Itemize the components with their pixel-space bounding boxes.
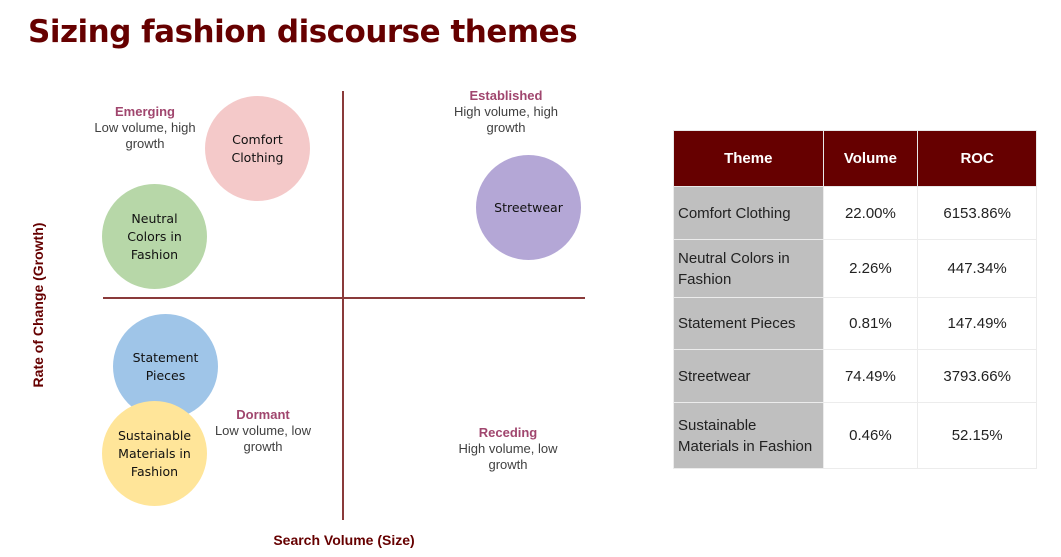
header-roc: ROC xyxy=(917,130,1037,187)
cell-volume: 22.00% xyxy=(822,186,919,240)
cell-theme: Statement Pieces xyxy=(673,297,824,350)
header-volume: Volume xyxy=(822,130,919,187)
quadrant-name: Emerging xyxy=(115,104,175,119)
x-axis-label: Search Volume (Size) xyxy=(273,532,415,548)
quadrant-emerging: Emerging Low volume, high growth xyxy=(80,104,210,152)
y-axis-label: Rate of Change (Growth) xyxy=(30,222,46,388)
quadrant-desc: Low volume, low growth xyxy=(214,423,312,454)
quadrant-desc: High volume, high growth xyxy=(453,104,559,135)
quadrant-desc: High volume, low growth xyxy=(458,441,558,472)
cell-volume: 0.46% xyxy=(822,402,919,469)
cell-roc: 3793.66% xyxy=(917,349,1037,403)
header-theme: Theme xyxy=(673,130,824,187)
table-row: Neutral Colors in Fashion 2.26% 447.34% xyxy=(673,239,1037,298)
cell-roc: 6153.86% xyxy=(917,186,1037,240)
bubble-label: Statement Pieces xyxy=(132,349,199,383)
cell-roc: 52.15% xyxy=(917,402,1037,469)
bubble-label: Sustainable Materials in Fashion xyxy=(117,427,192,479)
cell-roc: 447.34% xyxy=(917,239,1037,298)
cell-theme: Streetwear xyxy=(673,349,824,403)
cell-volume: 74.49% xyxy=(822,349,919,403)
quadrant-name: Established xyxy=(469,88,543,103)
bubble-label: Streetwear xyxy=(494,199,563,215)
bubble-comfort-clothing: Comfort Clothing xyxy=(205,96,310,201)
table-row: Comfort Clothing 22.00% 6153.86% xyxy=(673,186,1037,240)
bubble-sustainable-materials: Sustainable Materials in Fashion xyxy=(102,401,207,506)
themes-table: Theme Volume ROC Comfort Clothing 22.00%… xyxy=(673,130,1037,469)
x-axis-line xyxy=(103,297,585,299)
quadrant-receding: Receding High volume, low growth xyxy=(446,425,571,473)
page-title: Sizing fashion discourse themes xyxy=(28,14,578,50)
cell-theme: Neutral Colors in Fashion xyxy=(673,239,824,298)
quadrant-name: Receding xyxy=(478,425,538,440)
quadrant-name: Dormant xyxy=(236,407,290,422)
y-axis-line xyxy=(342,91,344,520)
bubble-label: Comfort Clothing xyxy=(231,131,284,165)
cell-volume: 0.81% xyxy=(822,297,919,350)
table-row: Streetwear 74.49% 3793.66% xyxy=(673,349,1037,403)
quadrant-established: Established High volume, high growth xyxy=(441,88,571,136)
table-row: Sustainable Materials in Fashion 0.46% 5… xyxy=(673,402,1037,469)
cell-volume: 2.26% xyxy=(822,239,919,298)
table-header-row: Theme Volume ROC xyxy=(673,130,1037,187)
cell-theme: Sustainable Materials in Fashion xyxy=(673,402,824,469)
quadrant-desc: Low volume, high growth xyxy=(94,120,196,151)
bubble-streetwear: Streetwear xyxy=(476,155,581,260)
cell-roc: 147.49% xyxy=(917,297,1037,350)
bubble-neutral-colors: Neutral Colors in Fashion xyxy=(102,184,207,289)
quadrant-dormant: Dormant Low volume, low growth xyxy=(203,407,323,455)
cell-theme: Comfort Clothing xyxy=(673,186,824,240)
table-row: Statement Pieces 0.81% 147.49% xyxy=(673,297,1037,350)
bubble-label: Neutral Colors in Fashion xyxy=(127,210,182,262)
